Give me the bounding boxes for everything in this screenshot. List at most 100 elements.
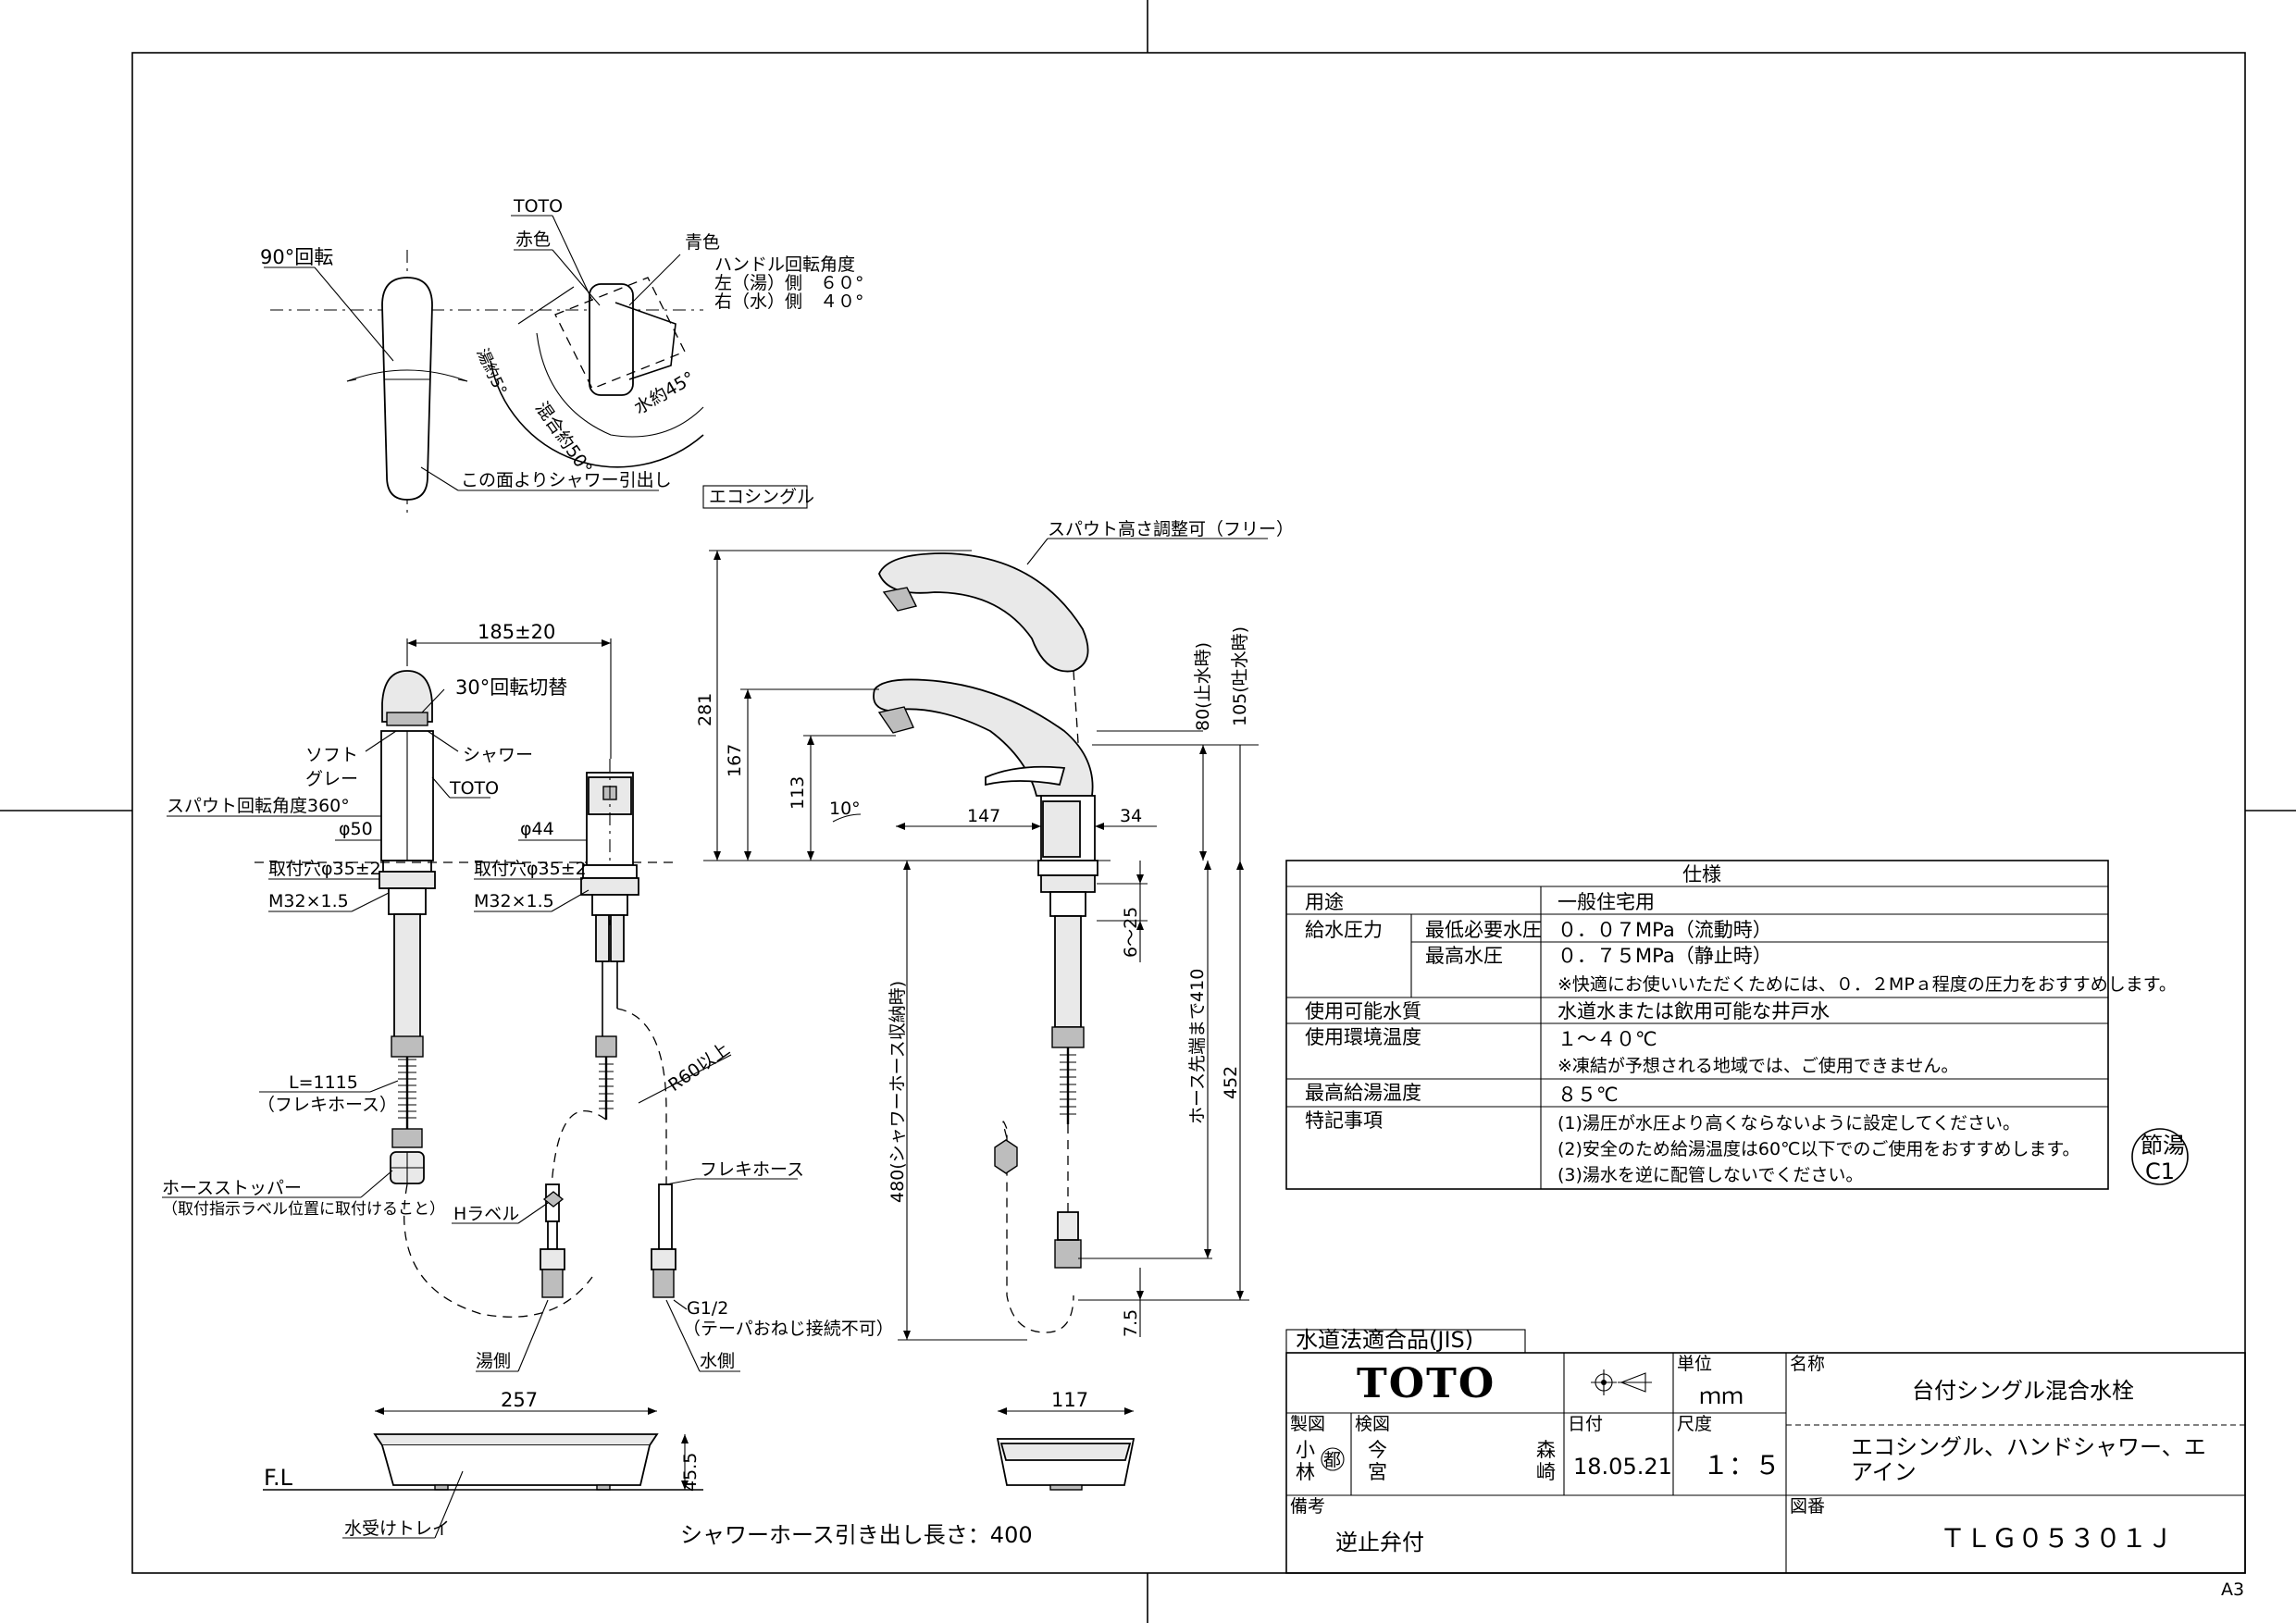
mark-line2: C1: [2145, 1158, 2175, 1184]
checked-name-2: 宮: [1368, 1461, 1387, 1483]
product-name: 台付シングル混合水栓: [1912, 1378, 2134, 1404]
shower-face-label: この面よりシャワー引出し: [461, 470, 672, 490]
mark-line1: 節湯: [2141, 1133, 2185, 1158]
h-label: Hラベル: [453, 1204, 519, 1224]
dim-257: 257: [501, 1389, 538, 1411]
shower-label: シャワー: [463, 745, 533, 765]
dim-117: 117: [1051, 1389, 1088, 1411]
flex2-label: フレキホース: [700, 1159, 804, 1180]
spec-key: 最高給湯温度: [1305, 1082, 1421, 1104]
toto-label-top: TOTO: [513, 196, 563, 217]
spec-subkey: 最低必要水圧: [1425, 919, 1542, 941]
drawing-number-label: 図番: [1790, 1496, 1825, 1517]
spec-key: 給水圧力: [1305, 919, 1383, 941]
cold-side-label: 水側: [700, 1351, 735, 1371]
dim-6-25: 6～25: [1121, 907, 1141, 958]
spec-note: (2)安全のため給湯温度は60℃以下でのご使用をおすすめします。: [1558, 1139, 2080, 1159]
handle-angle-label: ハンドル回転角度: [714, 254, 855, 275]
spec-value: 一般住宅用: [1558, 891, 1655, 913]
spec-value: ０．７５MPa（静止時）: [1558, 945, 1772, 967]
spec-key: 使用環境温度: [1305, 1026, 1421, 1048]
spec-table: 仕様 用途 一般住宅用 給水圧力 最低必要水圧 ０．０７MPa（流動時） 最高水…: [1285, 860, 2177, 1190]
title-block: 水道法適合品(JIS) TOTO 単位 ｍｍ 名称 台付シングル混合水栓 製図 …: [1285, 1327, 2246, 1574]
remarks-label: 備考: [1290, 1496, 1325, 1517]
rotate30-label: 30°回転切替: [455, 676, 567, 699]
hole1-label: 取付穴φ35±2: [268, 859, 381, 879]
stopper-label: ホースストッパー: [162, 1178, 302, 1198]
dim-185: 185±20: [478, 621, 555, 643]
left-hot-label: 左（湯）側 ６０°: [714, 273, 864, 293]
spec-key: 特記事項: [1305, 1109, 1383, 1132]
date-label: 日付: [1568, 1414, 1603, 1434]
spec-note: ※凍結が予想される地域では、ご使用できません。: [1558, 1056, 1958, 1076]
hose-len-label: L=1115: [289, 1072, 358, 1093]
checked-label: 検図: [1355, 1414, 1390, 1434]
pull-len-label: シャワーホース引き出し長さ：400: [680, 1522, 1033, 1548]
drawn-seal: 都: [1323, 1450, 1341, 1470]
mix-angle-label: 混合約50°: [531, 398, 596, 478]
checked-name-3: 森: [1536, 1439, 1556, 1461]
flex1-label: （フレキホース）: [257, 1095, 397, 1115]
spec-key: 使用可能水質: [1305, 1000, 1421, 1022]
unit-value: ｍｍ: [1699, 1383, 1744, 1409]
date-value: 18.05.21: [1573, 1454, 1672, 1480]
spec-note: ※快適にお使いいただくためには、０．２MPａ程度の圧力をおすすめします。: [1558, 974, 2177, 995]
brand-logo: TOTO: [1357, 1360, 1496, 1407]
red-label: 赤色: [515, 229, 551, 250]
description-line2: アイン: [1851, 1459, 1917, 1485]
d50-label: φ50: [339, 819, 373, 839]
checked-name-4: 崎: [1536, 1461, 1556, 1483]
hot-side-label: 湯側: [476, 1351, 511, 1371]
name-label: 名称: [1790, 1354, 1825, 1374]
unit-label: 単位: [1677, 1354, 1712, 1374]
soft-label: ソフト: [305, 745, 358, 765]
deg10-label: 10°: [829, 799, 861, 819]
checked-name-1: 今: [1368, 1439, 1387, 1461]
spec-value: ８５℃: [1558, 1084, 1619, 1106]
drawn-label: 製図: [1290, 1414, 1325, 1434]
drawn-name-2: 林: [1296, 1461, 1315, 1483]
spec-note: (3)湯水を逆に配管しないでください。: [1558, 1165, 1863, 1185]
spout-adj-label: スパウト高さ調整可（フリー）: [1048, 519, 1294, 539]
dim-452: 452: [1221, 1066, 1241, 1099]
description-line1: エコシングル、ハンドシャワー、エ: [1851, 1434, 2206, 1460]
taper-label: （テーパおねじ接続不可）: [683, 1319, 894, 1339]
rotate90-label: 90°回転: [260, 246, 333, 268]
drawing-number: ＴＬＧ０５３０１Ｊ: [1940, 1523, 2173, 1554]
remarks-value: 逆止弁付: [1335, 1530, 1424, 1555]
projection-symbol: [1591, 1369, 1652, 1395]
hot-angle-label: 湯約5°: [472, 346, 510, 399]
m32b-label: M32×1.5: [474, 891, 554, 911]
toto-label-front: TOTO: [449, 778, 499, 799]
dim-113: 113: [788, 776, 808, 810]
water-saving-mark: 節湯 C1: [2131, 1128, 2189, 1185]
dim-147: 147: [967, 806, 1000, 826]
scale-value: １：５: [1703, 1450, 1781, 1481]
spec-value: 水道水または飲用可能な井戸水: [1558, 1000, 1830, 1022]
side-view: スパウト高さ調整可（フリー） 281 167: [695, 519, 1294, 1341]
dim-480: 480(シャワーホース収納時): [887, 981, 908, 1203]
dim-105: 105(吐水時): [1230, 626, 1250, 726]
sheet-size-label: A3: [2221, 1580, 2244, 1600]
dim-80: 80(止水時): [1193, 642, 1213, 731]
spec-value: ０．０７MPa（流動時）: [1558, 919, 1772, 941]
tray-views: 257 F.L 45.5 水受けトレイ 117 シャワーホース引き出し長さ：40…: [263, 1389, 1136, 1548]
scale-label: 尺度: [1677, 1414, 1712, 1434]
dim-7-5: 7.5: [1121, 1309, 1141, 1337]
right-cold-label: 右（水）側 ４０°: [714, 291, 864, 312]
dim-45-5: 45.5: [680, 1453, 701, 1492]
drawn-name-1: 小: [1296, 1439, 1315, 1461]
hole2-label: 取付穴φ35±2: [474, 859, 587, 879]
jis-label: 水道法適合品(JIS): [1296, 1327, 1473, 1353]
stopper-note: （取付指示ラベル位置に取付けること）: [162, 1200, 445, 1219]
fl-label: F.L: [264, 1465, 293, 1491]
dim-410: ホース先端まで410: [1187, 969, 1208, 1124]
spout-rotate-label: スパウト回転角度360°: [167, 796, 350, 816]
top-view: 90°回転 この面よりシャワー引出し TOTO 赤色 青色 ハンドル回転角度 左…: [260, 196, 864, 518]
dim-167: 167: [725, 744, 745, 777]
d44-label: φ44: [520, 819, 554, 839]
gray-label: グレー: [305, 769, 358, 789]
blue-label: 青色: [685, 232, 720, 253]
